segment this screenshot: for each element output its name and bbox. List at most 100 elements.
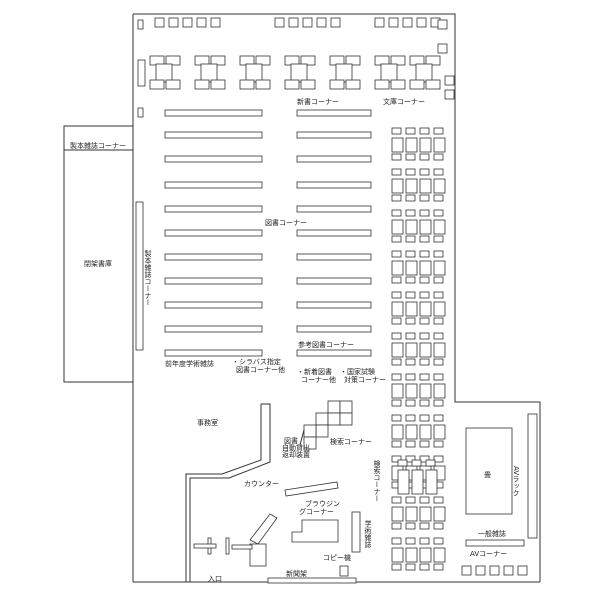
chair xyxy=(405,276,416,284)
browsing-block xyxy=(291,519,339,543)
chair xyxy=(433,522,444,530)
shelf xyxy=(296,277,372,285)
chair xyxy=(433,537,444,545)
desk xyxy=(405,424,418,440)
chair xyxy=(409,79,425,90)
room-labels: 新書コーナー 文庫コーナー 製本雑誌コーナー 閉架書庫 製本雑誌コーナー 図書コ… xyxy=(70,97,520,583)
desk xyxy=(433,506,446,522)
label-counter: カウンター xyxy=(244,479,279,488)
label-bunko: 文庫コーナー xyxy=(383,97,425,106)
label-exam-2: 対策コーナー xyxy=(344,375,386,384)
chair xyxy=(433,414,444,422)
chair xyxy=(405,358,416,366)
desk xyxy=(419,506,432,522)
desk xyxy=(433,547,446,563)
chair xyxy=(419,168,430,176)
chair xyxy=(405,522,416,530)
chair xyxy=(419,235,430,243)
label-syllabus-1: ・シラバス指定 xyxy=(232,357,281,366)
chair xyxy=(165,79,181,90)
chair xyxy=(165,55,181,66)
chair xyxy=(391,317,402,325)
chair xyxy=(405,332,416,340)
chair xyxy=(425,459,436,467)
label-bound-journals-side: 製本雑誌コーナー xyxy=(144,249,152,306)
desk xyxy=(419,137,432,153)
chair xyxy=(419,291,430,299)
bound-journals-shelf xyxy=(135,201,144,351)
chair xyxy=(374,79,390,90)
shelf xyxy=(296,131,372,139)
chair xyxy=(419,317,430,325)
desk xyxy=(405,547,418,563)
chair xyxy=(391,455,402,463)
desk xyxy=(419,342,432,358)
shelf xyxy=(164,349,263,357)
chair xyxy=(194,79,210,90)
desk xyxy=(290,63,308,83)
chair xyxy=(391,235,402,243)
terminal xyxy=(425,469,438,495)
shelf xyxy=(296,155,372,163)
chair xyxy=(397,459,408,467)
chair xyxy=(433,373,444,381)
desk xyxy=(405,178,418,194)
chair xyxy=(405,563,416,571)
chair xyxy=(391,194,402,202)
shelf xyxy=(164,131,263,139)
desk xyxy=(335,63,353,83)
av-corner-chairs xyxy=(461,565,528,576)
desk xyxy=(419,301,432,317)
chair xyxy=(391,537,402,545)
chair xyxy=(288,17,299,28)
label-new-books: 新書コーナー xyxy=(297,97,339,106)
chair xyxy=(391,276,402,284)
chair xyxy=(437,19,448,30)
chair xyxy=(391,250,402,258)
chair xyxy=(255,79,271,90)
shelf xyxy=(296,109,372,117)
label-auto-lend-2: 自動貸出 xyxy=(282,443,310,452)
chair xyxy=(419,194,430,202)
closed-stacks-room xyxy=(63,149,134,383)
chair xyxy=(405,291,416,299)
chair xyxy=(433,317,444,325)
chair xyxy=(391,209,402,217)
chair xyxy=(419,563,430,571)
book-shelves-middle xyxy=(296,109,372,357)
shelf xyxy=(164,301,263,309)
desk xyxy=(419,178,432,194)
chair xyxy=(316,17,327,28)
chair xyxy=(433,440,444,448)
chair xyxy=(419,399,430,407)
chair xyxy=(255,55,271,66)
tatami-area xyxy=(465,427,513,515)
chair xyxy=(388,17,399,28)
study-desk-grid xyxy=(391,127,446,571)
chair xyxy=(444,89,455,100)
label-bound-journals-top: 製本雑誌コーナー xyxy=(70,141,126,150)
chair xyxy=(210,55,226,66)
top-chair-row xyxy=(137,17,455,118)
chair xyxy=(391,399,402,407)
label-closed-stacks: 閉架書庫 xyxy=(84,259,112,268)
label-auto-lend-1: 図書 xyxy=(284,436,298,445)
desk xyxy=(419,219,432,235)
chair xyxy=(302,17,313,28)
desk xyxy=(433,178,446,194)
chair xyxy=(405,153,416,161)
label-newspapers: 新聞架 xyxy=(286,569,307,578)
desk xyxy=(391,219,404,235)
chair xyxy=(433,399,444,407)
chair xyxy=(300,55,316,66)
chair xyxy=(503,565,514,576)
chair xyxy=(433,194,444,202)
desk xyxy=(405,506,418,522)
label-tatami: 畳 xyxy=(484,471,491,479)
chair xyxy=(391,168,402,176)
chair xyxy=(419,209,430,217)
shelf xyxy=(296,229,372,237)
chair xyxy=(433,235,444,243)
chair xyxy=(461,565,472,576)
label-books: 図書コーナー xyxy=(265,218,307,227)
